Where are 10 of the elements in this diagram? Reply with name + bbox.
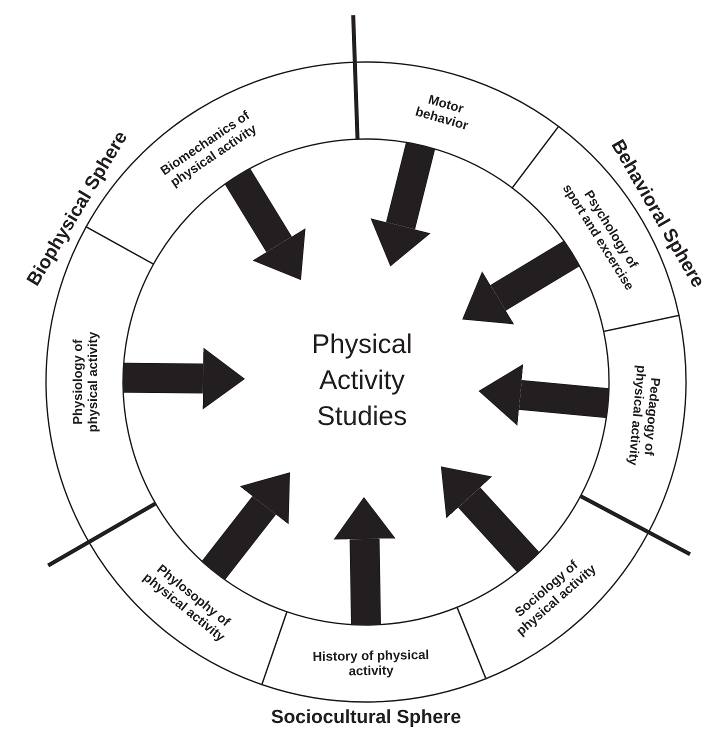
segment-label: History of physical activity: [312, 647, 430, 680]
ring-segment: [261, 606, 487, 703]
segment-label: Physiology of physical activity: [70, 330, 100, 434]
ring-segment: [354, 62, 560, 189]
ring-segment: [456, 495, 650, 680]
segment-label: Pedagogy of physical activity: [625, 364, 665, 468]
ring-segment: [580, 314, 687, 533]
ring-segment: [88, 502, 288, 686]
sphere-label: Sociocultural Sphere: [270, 707, 462, 729]
center-title: Physical Activity Studies: [310, 328, 414, 433]
